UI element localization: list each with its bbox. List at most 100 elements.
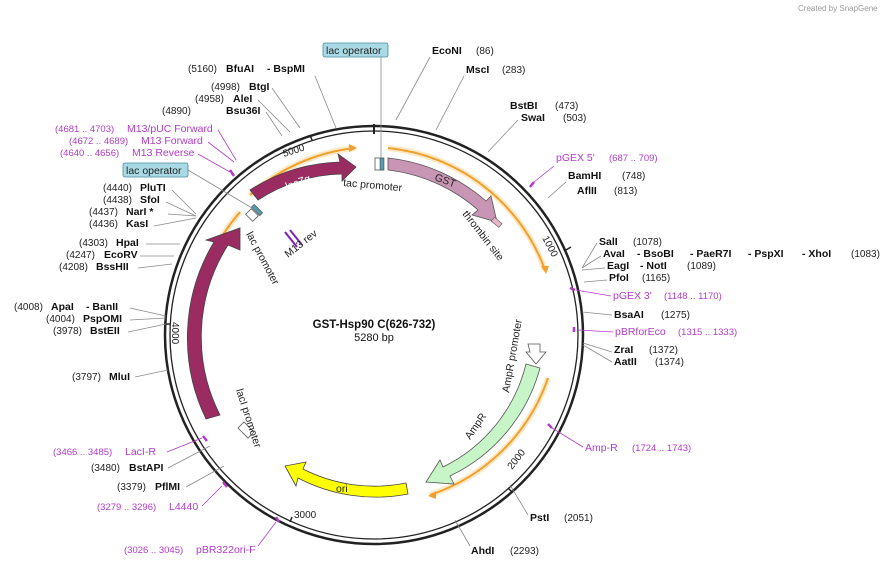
tick-label-2000: 2000 <box>506 447 529 472</box>
lac-operator-mark-left[interactable] <box>250 203 264 217</box>
sali-label[interactable]: SalI <box>599 236 618 248</box>
pgex3-pos: (1148 .. 1170) <box>664 291 722 302</box>
m13fwd-label[interactable]: M13 Forward <box>141 135 203 147</box>
lac-promoter-feature[interactable] <box>245 208 259 222</box>
lacir-label[interactable]: LacI-R <box>125 446 156 458</box>
pfoi-label[interactable]: PfoI <box>609 272 629 284</box>
econi-pos: (86) <box>476 46 494 57</box>
btgi-pos: (4998) <box>211 82 240 93</box>
apai-label[interactable]: ApaI <box>51 301 74 313</box>
m13rev-feature[interactable] <box>284 229 303 248</box>
tac-promoter-label: tac promoter <box>343 177 403 194</box>
bsshii-label[interactable]: BssHII <box>96 261 129 273</box>
pgex5-label[interactable]: pGEX 5' <box>556 152 595 164</box>
alei-label[interactable]: AleI <box>233 93 252 105</box>
ahdi-label[interactable]: AhdI <box>471 545 494 557</box>
ori-feature[interactable] <box>284 461 409 498</box>
pspomi-pos: (4004) <box>46 314 75 325</box>
aflii-pos: (813) <box>614 186 637 197</box>
bstapi-pos: (3480) <box>91 463 120 474</box>
pspxi-label[interactable]: - PspXI <box>748 248 784 260</box>
pbr322-label[interactable]: pBR322ori-F <box>196 544 256 556</box>
lacz-feature[interactable] <box>249 153 357 201</box>
plasmid-size: 5280 bp <box>354 332 394 344</box>
hpai-label[interactable]: HpaI <box>116 237 139 249</box>
pspomi-label[interactable]: PspOMI <box>83 313 122 325</box>
mlui-pos: (3797) <box>72 372 101 383</box>
lac-operator-mark-top[interactable] <box>379 157 385 171</box>
bsaai-label[interactable]: BsaAI <box>614 309 644 321</box>
lac-operator-top[interactable]: lac operator <box>322 42 389 58</box>
sfoi-label[interactable]: SfoI <box>140 194 160 206</box>
bsteii-pos: (3978) <box>53 326 82 337</box>
l4440-mark <box>222 481 228 488</box>
kasi-pos: (4436) <box>89 219 118 230</box>
m13fwd-pos: (4672 .. 4689) <box>69 136 128 147</box>
noti-pos: (1089) <box>687 261 716 272</box>
laci-promoter-feature[interactable] <box>237 421 255 439</box>
paer7i-label[interactable]: - PaeR7I <box>690 248 732 260</box>
m13puc-label[interactable]: M13/pUC Forward <box>127 123 213 135</box>
bsu36i-label[interactable]: Bsu36I <box>226 105 261 117</box>
psti-label[interactable]: PstI <box>530 512 549 524</box>
nari-pos: (4437) <box>89 207 118 218</box>
swai-label[interactable]: SwaI <box>521 112 545 124</box>
psti-pos: (2051) <box>564 513 593 524</box>
pbr322-pos: (3026 .. 3045) <box>124 545 183 556</box>
sali-pos: (1078) <box>633 237 662 248</box>
ahdi-pos: (2293) <box>510 546 539 557</box>
zrai-label[interactable]: ZraI <box>614 344 633 356</box>
pflmi-label[interactable]: PflMI <box>155 481 180 493</box>
bspmi-label[interactable]: - BspMI <box>267 63 305 75</box>
pluti-label[interactable]: PluTI <box>140 182 166 194</box>
msci-label[interactable]: MscI <box>466 64 489 76</box>
noti-label[interactable]: - NotI <box>640 260 667 272</box>
ampr-promoter-feature[interactable] <box>525 343 547 365</box>
pbrforeco-pos: (1315 .. 1333) <box>678 327 737 338</box>
bstbi-label[interactable]: BstBI <box>510 100 538 112</box>
aflii-label[interactable]: AflII <box>577 185 597 197</box>
pgex3-mark <box>569 286 576 292</box>
ecorv-label[interactable]: EcoRV <box>104 249 138 261</box>
ampr-feature[interactable] <box>425 363 541 485</box>
xhoi-label[interactable]: - XhoI <box>802 248 831 260</box>
tick-1000 <box>565 246 572 251</box>
bfuai-label[interactable]: BfuAI <box>226 63 254 75</box>
bsobi-label[interactable]: - BsoBI <box>637 248 674 260</box>
lacir-pos: (3466 .. 3485) <box>53 447 112 458</box>
kasi-label[interactable]: KasI <box>126 218 148 230</box>
pbrforeco-label[interactable]: pBRforEco <box>615 326 666 338</box>
lac-operator-left[interactable]: lac operator <box>122 162 189 178</box>
l4440-pos: (3279 .. 3296) <box>97 502 156 513</box>
bamhi-label[interactable]: BamHI <box>568 170 601 182</box>
bsu36i-pos: (4890) <box>162 106 191 117</box>
ampr-primer-label[interactable]: Amp-R <box>585 442 618 454</box>
bstapi-label[interactable]: BstAPI <box>129 462 164 474</box>
m13rev-primer-label[interactable]: M13 Reverse <box>132 147 195 159</box>
avai-label[interactable]: AvaI <box>603 248 625 260</box>
btgi-label[interactable]: BtgI <box>249 81 269 93</box>
thrombin-site[interactable] <box>490 216 503 228</box>
l4440-label[interactable]: L4440 <box>169 501 198 513</box>
econi-label[interactable]: EcoNI <box>432 45 462 57</box>
pgex3-label[interactable]: pGEX 3' <box>613 290 652 302</box>
plasmid-name: GST-Hsp90 C(626-732) <box>313 319 436 331</box>
bstbi-pos: (473) <box>555 101 578 112</box>
m13rev-label: M13 rev <box>282 227 320 260</box>
bsteii-label[interactable]: BstEII <box>90 325 120 337</box>
laci-feature[interactable] <box>187 227 241 420</box>
tick-2000 <box>507 487 513 493</box>
nari-label[interactable]: NarI * <box>126 206 154 218</box>
gst-feature[interactable] <box>387 157 498 223</box>
banii-label[interactable]: - BanII <box>86 301 118 313</box>
orf-arrow-lacz <box>349 144 357 152</box>
bsshii-pos: (4208) <box>59 262 88 273</box>
eagi-label[interactable]: EagI <box>607 260 629 272</box>
aatii-label[interactable]: AatII <box>614 356 637 368</box>
apai-pos: (4008) <box>14 302 43 313</box>
mlui-label[interactable]: MluI <box>109 371 130 383</box>
orf-arrow-gst <box>541 266 549 274</box>
bfuai-pos: (5160) <box>188 64 217 75</box>
m13rev-primer-pos: (4640 .. 4656) <box>60 148 119 159</box>
